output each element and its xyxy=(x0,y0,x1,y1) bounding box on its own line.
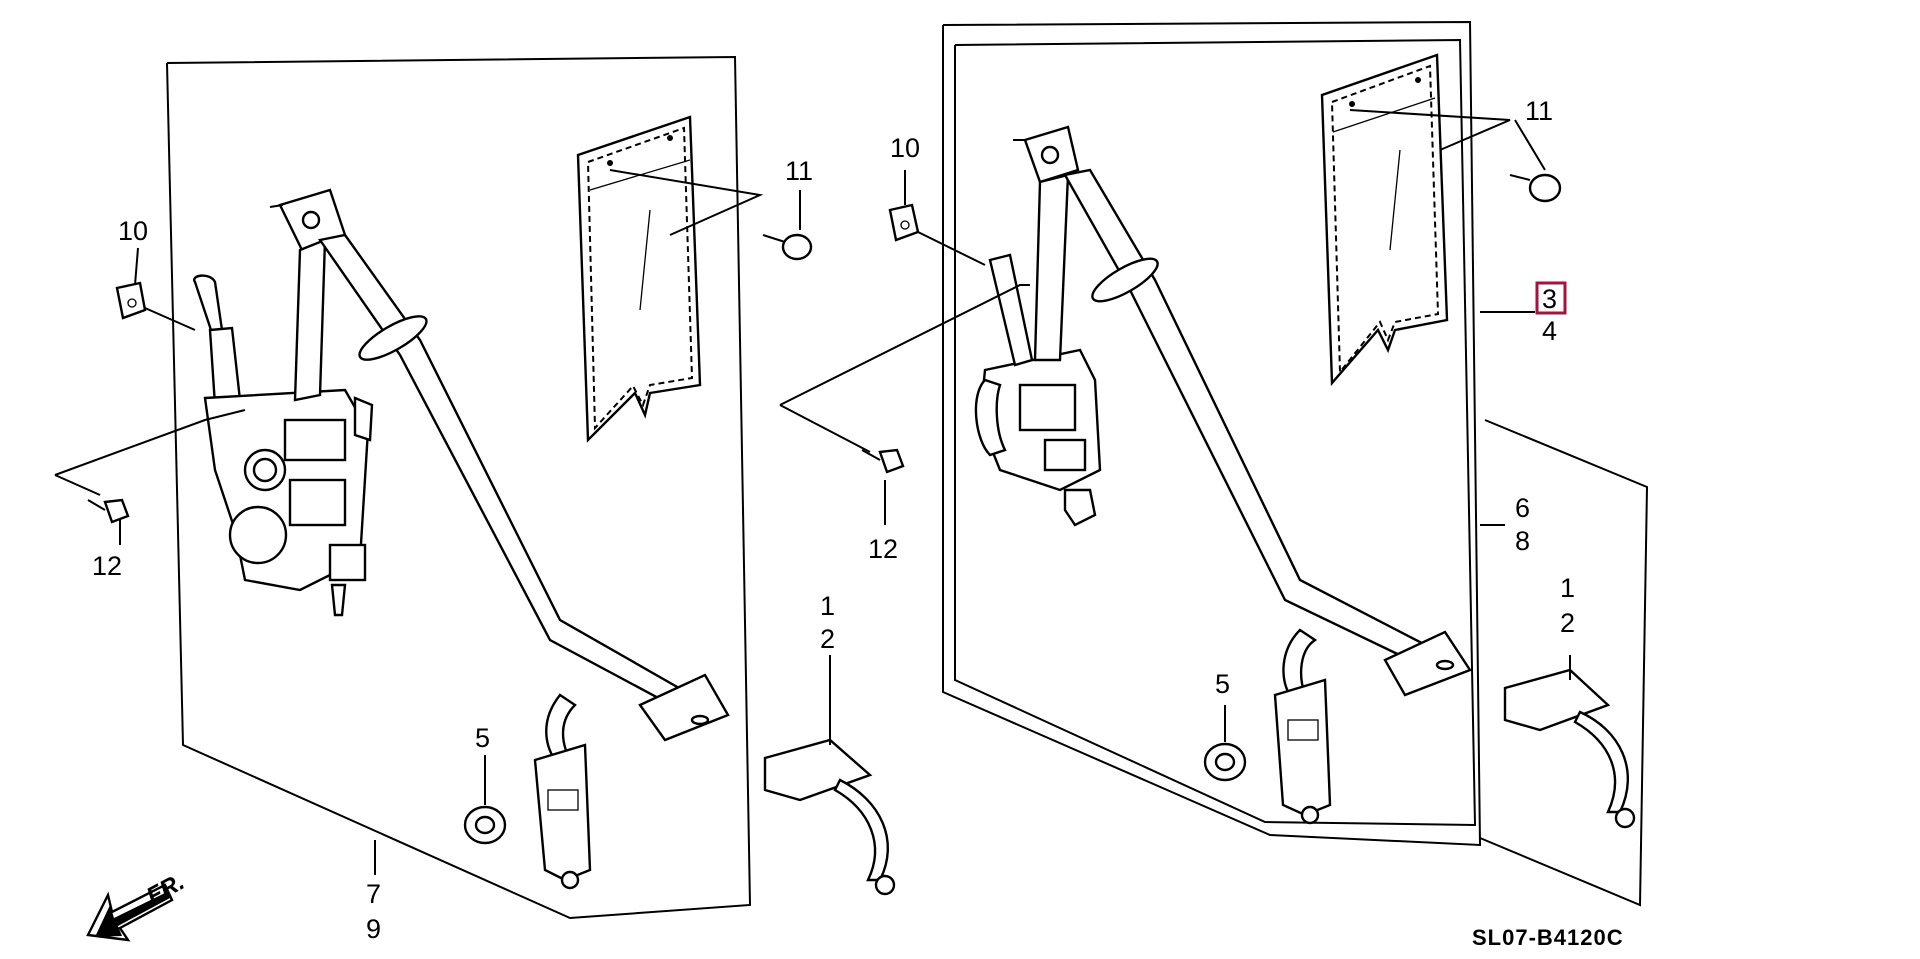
left-cover-clip xyxy=(762,233,813,261)
right-cover-clip xyxy=(1509,173,1562,203)
left-buckle xyxy=(763,738,896,896)
right-assembly-frame xyxy=(942,20,1649,907)
left-leader-lines xyxy=(54,169,831,875)
left-washer xyxy=(463,805,507,845)
callout-buckle-right-2: 2 xyxy=(1560,608,1575,638)
callout-bolt-left: 12 xyxy=(92,551,122,581)
left-assembly-frame xyxy=(166,55,752,920)
callout-left-assembly-2: 9 xyxy=(366,914,381,944)
callout-right-lower-1: 6 xyxy=(1515,493,1530,523)
callout-highlight-box xyxy=(1535,281,1567,315)
left-anchor-strap xyxy=(533,693,592,890)
right-belt-cover xyxy=(1320,53,1449,387)
right-leader-lines xyxy=(779,109,1571,742)
callout-cover-clip-left: 11 xyxy=(785,156,813,186)
callout-washer-left: 5 xyxy=(475,723,490,753)
left-belt-cover xyxy=(576,115,702,443)
left-retractor xyxy=(193,274,374,617)
callout-right-upper-2: 4 xyxy=(1542,316,1557,346)
callout-buckle-right-1: 1 xyxy=(1560,573,1575,603)
callout-left-assembly-1: 7 xyxy=(366,879,381,909)
right-retractor xyxy=(974,253,1102,527)
callout-buckle-left-1: 1 xyxy=(820,591,835,621)
right-anchor-strap xyxy=(1273,628,1332,825)
diagram-code: SL07-B4120C xyxy=(1472,925,1624,950)
callout-right-upper-1: 3 xyxy=(1542,284,1557,314)
right-bolt xyxy=(861,448,905,474)
left-bolt xyxy=(87,498,130,524)
callout-clip-left: 10 xyxy=(118,216,148,246)
left-webbing xyxy=(269,188,730,742)
front-direction-arrow: FR. xyxy=(86,868,189,942)
callout-labels: 10 12 11 5 1 2 7 9 10 12 11 3 4 6 8 5 1 … xyxy=(92,96,1575,944)
callout-washer-right: 5 xyxy=(1215,669,1230,699)
callout-buckle-left-2: 2 xyxy=(820,624,835,654)
right-buckle xyxy=(1503,668,1636,829)
callout-cover-clip-right: 11 xyxy=(1525,96,1553,126)
right-clip xyxy=(888,203,920,242)
right-webbing xyxy=(1013,125,1472,697)
callout-right-lower-2: 8 xyxy=(1515,526,1530,556)
right-washer xyxy=(1203,742,1247,782)
callout-bolt-right: 12 xyxy=(868,534,898,564)
left-clip xyxy=(115,281,147,320)
callout-clip-right: 10 xyxy=(890,133,920,163)
